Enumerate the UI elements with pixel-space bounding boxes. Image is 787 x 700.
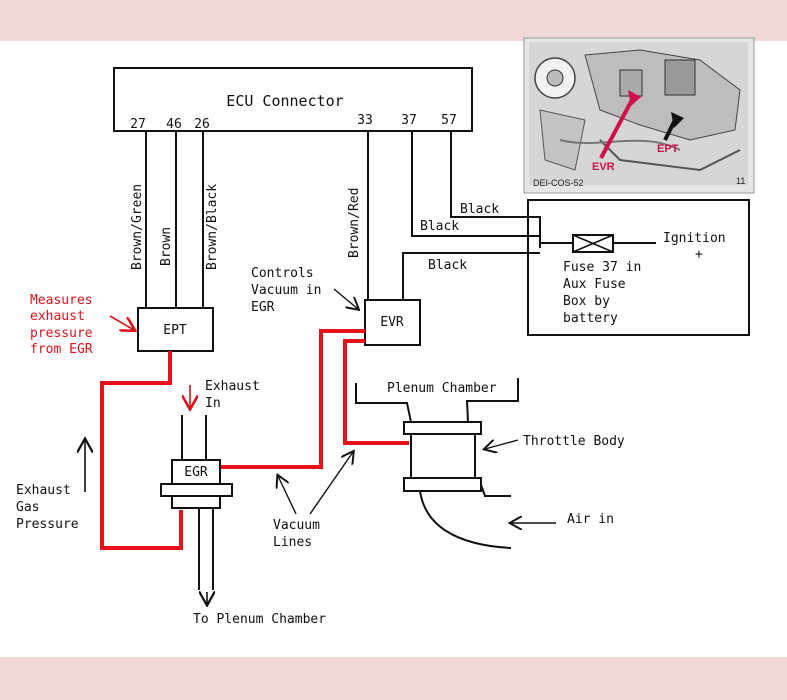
wire-label-black-top: Black: [460, 202, 499, 217]
pin-33: 33: [357, 113, 373, 128]
exhaust-gas-line-3: Pressure: [16, 517, 79, 532]
wire-label-brown-black: Brown/Black: [205, 184, 220, 270]
plenum-label: Plenum Chamber: [387, 381, 497, 396]
photo-code: DEI-COS-52: [533, 178, 584, 188]
fuse-box-outline: [527, 199, 750, 336]
measures-line-2: exhaust: [30, 309, 85, 324]
measures-line-3: pressure: [30, 326, 93, 341]
ecu-title: ECU Connector: [226, 92, 343, 110]
pin-46: 46: [166, 117, 182, 132]
vacuum-lines-line-1: Vacuum: [273, 518, 320, 533]
evr-box: [364, 299, 421, 346]
ept-box: [137, 307, 214, 352]
to-plenum-label: To Plenum Chamber: [193, 612, 326, 627]
wire-label-black-low: Black: [428, 258, 467, 273]
engine-bay-photo: EVR EPT DEI-COS-52 11: [523, 37, 755, 194]
fuse-line-2: Aux Fuse: [563, 277, 626, 292]
controls-line-3: EGR: [251, 300, 275, 315]
exhaust-in-line-2: In: [205, 396, 221, 411]
throttle-body-label: Throttle Body: [523, 434, 625, 449]
ept-wires: [145, 131, 204, 308]
measures-line-1: Measures: [30, 293, 93, 308]
pin-37: 37: [401, 113, 417, 128]
vacuum-arrow-left: [278, 476, 297, 515]
wire-label-brown: Brown: [159, 227, 174, 266]
fuse-line-4: battery: [563, 311, 618, 326]
pin-26: 26: [194, 117, 210, 132]
pin-57: 57: [441, 113, 457, 128]
wire-label-brown-red: Brown/Red: [347, 188, 362, 258]
fuse-line-1: Fuse 37 in: [563, 260, 641, 275]
controls-line-2: Vacuum in: [251, 283, 321, 298]
controls-line-1: Controls: [251, 266, 314, 281]
vacuum-lines-line-2: Lines: [273, 535, 312, 550]
throttle-body: [403, 421, 482, 492]
evr-label: EVR: [380, 315, 404, 330]
fuse-line-3: Box by: [563, 294, 610, 309]
ignition-label: Ignition: [663, 231, 726, 246]
wire-label-black-mid: Black: [420, 219, 459, 234]
ecu-connector-box: [113, 67, 473, 132]
ept-label: EPT: [163, 323, 187, 338]
exhaust-in-line-1: Exhaust: [205, 379, 260, 394]
egr-label: EGR: [184, 465, 208, 480]
vacuum-lines-red: [100, 329, 409, 550]
photo-number: 11: [736, 176, 745, 186]
exhaust-gas-line-2: Gas: [16, 500, 39, 515]
exhaust-gas-line-1: Exhaust: [16, 483, 71, 498]
photo-ept-label: EPT: [657, 143, 679, 155]
air-in-label: Air in: [567, 512, 614, 527]
throttle-arrow: [485, 440, 519, 449]
photo-evr-label: EVR: [592, 161, 615, 173]
wire-label-brown-green: Brown/Green: [130, 184, 145, 270]
ignition-plus: +: [695, 247, 703, 262]
black-wires: [402, 131, 541, 300]
pin-27: 27: [130, 117, 146, 132]
measures-line-4: from EGR: [30, 342, 93, 357]
controls-arrow: [333, 288, 358, 309]
measures-arrow: [109, 315, 134, 330]
vacuum-arrow-right: [309, 452, 353, 515]
intake-duct: [419, 484, 512, 549]
photo-evr-arrow: [599, 97, 635, 159]
plenum-chamber-shape: [355, 378, 519, 423]
egr-valve: [160, 415, 233, 590]
